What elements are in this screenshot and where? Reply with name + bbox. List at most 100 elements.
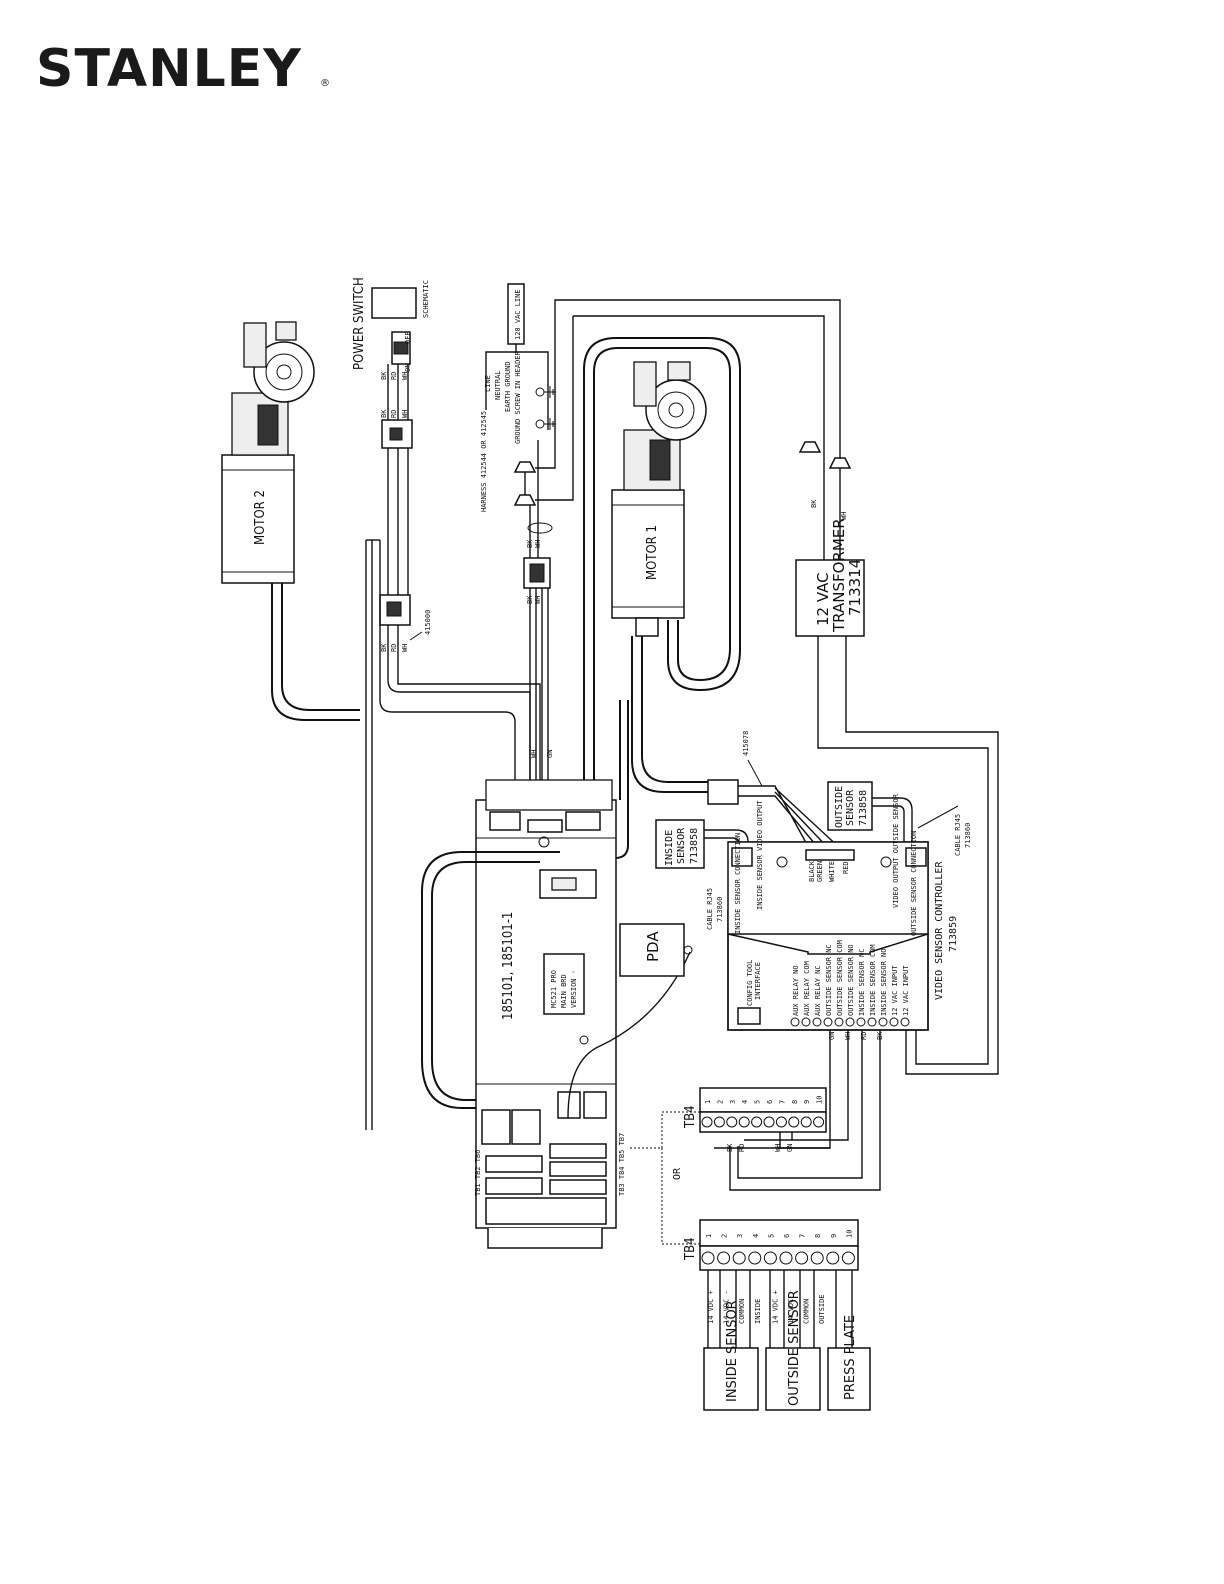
tb4-bottom-terminal-label: 14 VDC + [707, 1290, 715, 1324]
transformer-part: 713314 [846, 559, 864, 616]
tb4-bottom-terminal-label: OUTSIDE [818, 1294, 826, 1324]
tb4-top-number: 9 [803, 1100, 811, 1104]
outside-sensor-part: 713858 [858, 790, 869, 826]
wire-wh-7: WH [840, 512, 848, 520]
cable-rj45-left: CABLE RJ45 [706, 888, 714, 930]
harness-label: HARNESS 412544 OR 412545 [480, 411, 488, 512]
tb4-top-number: 10 [816, 1096, 824, 1104]
vsc-terminal-label: OUTSIDE SENSOR NO [847, 944, 855, 1016]
tb4-bottom-screw [748, 1251, 762, 1265]
tb4-top-number: 5 [754, 1100, 762, 1104]
tb4-bottom-screw [779, 1251, 793, 1265]
tb4-bottom-label: TB4 [683, 1237, 698, 1261]
vsc-terminal-label: AUX RELAY NO [792, 965, 800, 1016]
vsc-part: 713859 [948, 916, 959, 952]
logo-registered-mark: ® [320, 78, 330, 89]
neutral-label: NEUTRAL [494, 370, 502, 400]
inside-sensor-box: INSIDE SENSOR [725, 1300, 740, 1402]
tb4-bottom-screw [717, 1251, 731, 1265]
earth-ground-label: EARTH GROUND [504, 361, 512, 412]
line-harness: 120 VAC LINE LINE NEUTRAL EARTH GROUND G… [480, 283, 574, 800]
vsc-inside-connection: INSIDE SENSOR CONNECTION [734, 833, 742, 934]
tb4-bottom-screw [701, 1251, 715, 1265]
transformer: 12 VAC TRANSFORMER 713314 [795, 518, 999, 1075]
motor-2: MOTOR 2 [221, 321, 360, 721]
tb4-top-screw [738, 1116, 750, 1128]
pda-module: PDA [619, 923, 693, 977]
tb4-top-screw [788, 1116, 800, 1128]
tb4-bottom-terminal-label: COMMON [738, 1299, 746, 1324]
vsc-config-tool: CONFIG TOOL [746, 960, 754, 1006]
transformer-line1: 12 VAC [814, 572, 832, 626]
line-120vac-label: 120 VAC LINE [514, 289, 522, 340]
outside-sensor-l1: OUTSIDE [834, 786, 845, 828]
controller-label-l1: MC521 PRO [550, 970, 558, 1008]
tb4-bottom-number: 10 [845, 1230, 853, 1238]
tb4-top-screw [763, 1116, 775, 1128]
part-415078: 415078 [742, 731, 750, 756]
vsc-outside-video-output: VIDEO OUTPUT OUTSIDE SENSOR [892, 793, 900, 908]
inside-sensor-l1: INSIDE [664, 830, 675, 866]
tb4-bottom-screw [732, 1251, 746, 1265]
vsc-terminal-screw [889, 1017, 899, 1027]
wire-bk-3: BK [380, 643, 388, 652]
vsc-terminal-screw [801, 1017, 811, 1027]
wire-rd-1: RD [390, 372, 398, 380]
vsc-red: RED [842, 861, 850, 874]
tb4-bottom-number: 7 [799, 1234, 807, 1238]
tb4-top-number: 2 [716, 1100, 724, 1104]
vsc-black: BLACK [808, 860, 816, 882]
wire-rd-3: RD [390, 644, 398, 652]
tb4-bottom-terminal-label: 14 VDC + [771, 1290, 779, 1324]
vsc-terminal-label: OUTSIDE SENSOR COM [836, 940, 844, 1016]
outside-sensor-l2: SENSOR [845, 789, 856, 826]
tb-labels-2: TB3 TB4 TB5 TB7 [618, 1133, 626, 1196]
vsc-terminal-label: 12 VAC INPUT [891, 965, 899, 1016]
inside-sensor-module: INSIDE SENSOR 713858 CABLE RJ45 713860 [655, 819, 749, 930]
wire-bk-5: BK [526, 595, 534, 604]
vsc-terminal-label: INSIDE SENSOR NO [880, 949, 888, 1016]
wire-bk-8: BK [726, 1143, 734, 1152]
wire-rd-5: RD [738, 1144, 746, 1152]
tb4-bottom-screw [841, 1251, 855, 1265]
vsc-terminal-screw [878, 1017, 888, 1027]
tb4-top-number: 4 [741, 1100, 749, 1104]
tb4-bottom-number: 3 [736, 1234, 744, 1238]
wire-rd-2: RD [390, 410, 398, 418]
pda-label: PDA [644, 931, 662, 962]
vsc-terminal-label: INSIDE SENSOR NC [858, 949, 866, 1016]
wire-wh-9: WH [774, 1144, 782, 1152]
wire-wh-3: WH [401, 644, 409, 652]
vsc-white: WHITE [828, 861, 836, 882]
vsc-outside-connection: OUTSIDE SENSOR CONNECTION [910, 831, 918, 936]
tb4-bottom-number: 1 [705, 1234, 713, 1238]
transformer-line2: TRANSFORMER [830, 518, 848, 633]
tb4-top-screw [726, 1116, 738, 1128]
tb4-bottom-screw [810, 1251, 824, 1265]
tb4-bottom-screw [795, 1251, 809, 1265]
tb4-bottom-terminal-label: 14 VDC - [787, 1290, 795, 1324]
tb4-bottom-number: 9 [830, 1234, 838, 1238]
vsc-terminal-screw [812, 1017, 822, 1027]
tb4-top-screw [813, 1116, 825, 1128]
harness-415000: 415000 [424, 610, 432, 635]
switch-off-label: OFF [404, 331, 412, 344]
wire-wh-8: WH [844, 1032, 852, 1040]
tb4-top-screw [701, 1116, 713, 1128]
vsc-interface: INTERFACE [754, 962, 762, 1000]
tb4-top-number: 1 [704, 1100, 712, 1104]
vsc-inside-video-output: INSIDE SENSOR VIDEO OUTPUT [756, 800, 764, 910]
vsc-green: GREEN [816, 861, 824, 882]
motor-1: MOTOR 1 [570, 337, 741, 859]
controller-label-l2: MAIN BRD [560, 974, 568, 1008]
tb-labels-1: TB1 TB2 TB6 [474, 1150, 482, 1196]
wire-wh-5: WH [534, 596, 542, 604]
motor-1-label: MOTOR 1 [645, 525, 660, 580]
ground-screw-label: GROUND SCREW IN HEADER [514, 350, 522, 444]
inside-sensor-l2: SENSOR [676, 827, 687, 864]
cable-part-left: 713860 [716, 897, 724, 922]
tb4-top-number: 6 [766, 1100, 774, 1104]
